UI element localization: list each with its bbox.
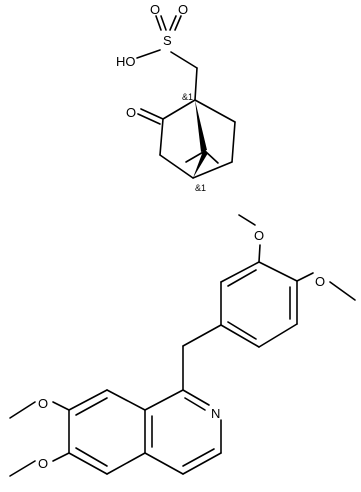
aromatic-inner-iq3-iq4 <box>182 448 215 467</box>
methoxy-top-oxygen-label: O <box>254 228 264 243</box>
bond-o-right-methyl <box>329 281 356 301</box>
bond-o-upper-methyl <box>9 401 36 419</box>
bond-c2-o-ketone-a <box>140 108 164 120</box>
aromatic-inner-iq1-n <box>184 397 206 411</box>
bond-iq1-n <box>182 389 210 406</box>
papaverine-molecule: O O O O N <box>9 214 356 477</box>
stereo-label-upper: &1 <box>182 92 193 102</box>
bond-b4-b5 <box>220 324 260 348</box>
wedge-bond-c1-bridge <box>195 100 207 152</box>
bond-c6-c1 <box>194 99 236 123</box>
bond-s-oh <box>136 49 161 59</box>
aromatic-inner-iq6-iq5 <box>75 447 108 467</box>
bond-c2-o-ketone-b <box>137 113 161 125</box>
ring-nitrogen-label: N <box>211 406 220 421</box>
bond-c1-c2 <box>162 99 196 120</box>
bond-b1-b2 <box>258 261 298 282</box>
aromatic-inner-iq8-iq7 <box>75 397 108 416</box>
bond-bridge-methyl-right <box>204 150 219 164</box>
bond-s-o-right-b <box>169 15 177 31</box>
bond-c5-c6 <box>231 121 236 163</box>
bond-o-top-methyl <box>238 214 256 226</box>
bond-c2-c3 <box>159 118 164 156</box>
bond-s-o-left <box>155 15 162 31</box>
bond-s-ch2 <box>170 51 198 69</box>
stereo-label-lower: &1 <box>195 183 206 193</box>
sulfonyl-oxygen-left-label: O <box>150 2 160 17</box>
bond-bridge-methyl-left <box>185 150 206 163</box>
bond-iq8-iq7 <box>68 389 108 411</box>
methoxy-left-upper-oxygen-label: O <box>38 396 48 411</box>
bond-c3-c4 <box>159 154 194 179</box>
aromatic-inner-b6-b1 <box>227 269 257 287</box>
bond-b3-b4 <box>258 323 298 348</box>
bond-iq4-iq4a <box>144 452 184 475</box>
bond-o-lower-methyl <box>9 460 36 477</box>
bond-iq6-o-lower <box>52 452 70 462</box>
methoxy-left-lower-oxygen-label: O <box>38 456 48 471</box>
bond-b2-o-right <box>296 272 314 282</box>
bond-b6-b1 <box>220 261 260 283</box>
hydroxyl-label: HO <box>116 54 136 69</box>
bond-b1-o-top <box>258 244 261 263</box>
sulfonyl-oxygen-right-label: O <box>178 2 188 17</box>
bond-b5-ch2 <box>182 324 222 347</box>
sulfur-atom-label: S <box>163 33 172 48</box>
methoxy-right-oxygen-label: O <box>315 274 325 289</box>
camphorsulfonic-acid-molecule: S O O HO O &1 &1 <box>116 2 236 193</box>
wedge-bond-c4-bridge <box>193 151 208 178</box>
ketone-oxygen-label: O <box>126 105 136 120</box>
bond-iq8a-iq1 <box>144 389 184 411</box>
bond-iq7-o-upper <box>52 401 70 411</box>
bond-iq5-iq4a <box>106 452 146 475</box>
aromatic-inner-b4-b5 <box>227 321 257 340</box>
bond-s-o-right-a <box>174 15 182 31</box>
bond-iq6-iq5 <box>68 452 108 475</box>
bond-ch2-c1 <box>194 67 198 101</box>
bond-s-o-left-b <box>160 15 167 31</box>
bond-iq3-iq4 <box>182 452 222 475</box>
bond-c4-c5 <box>192 161 233 179</box>
bond-iq8a-iq8 <box>106 389 146 411</box>
